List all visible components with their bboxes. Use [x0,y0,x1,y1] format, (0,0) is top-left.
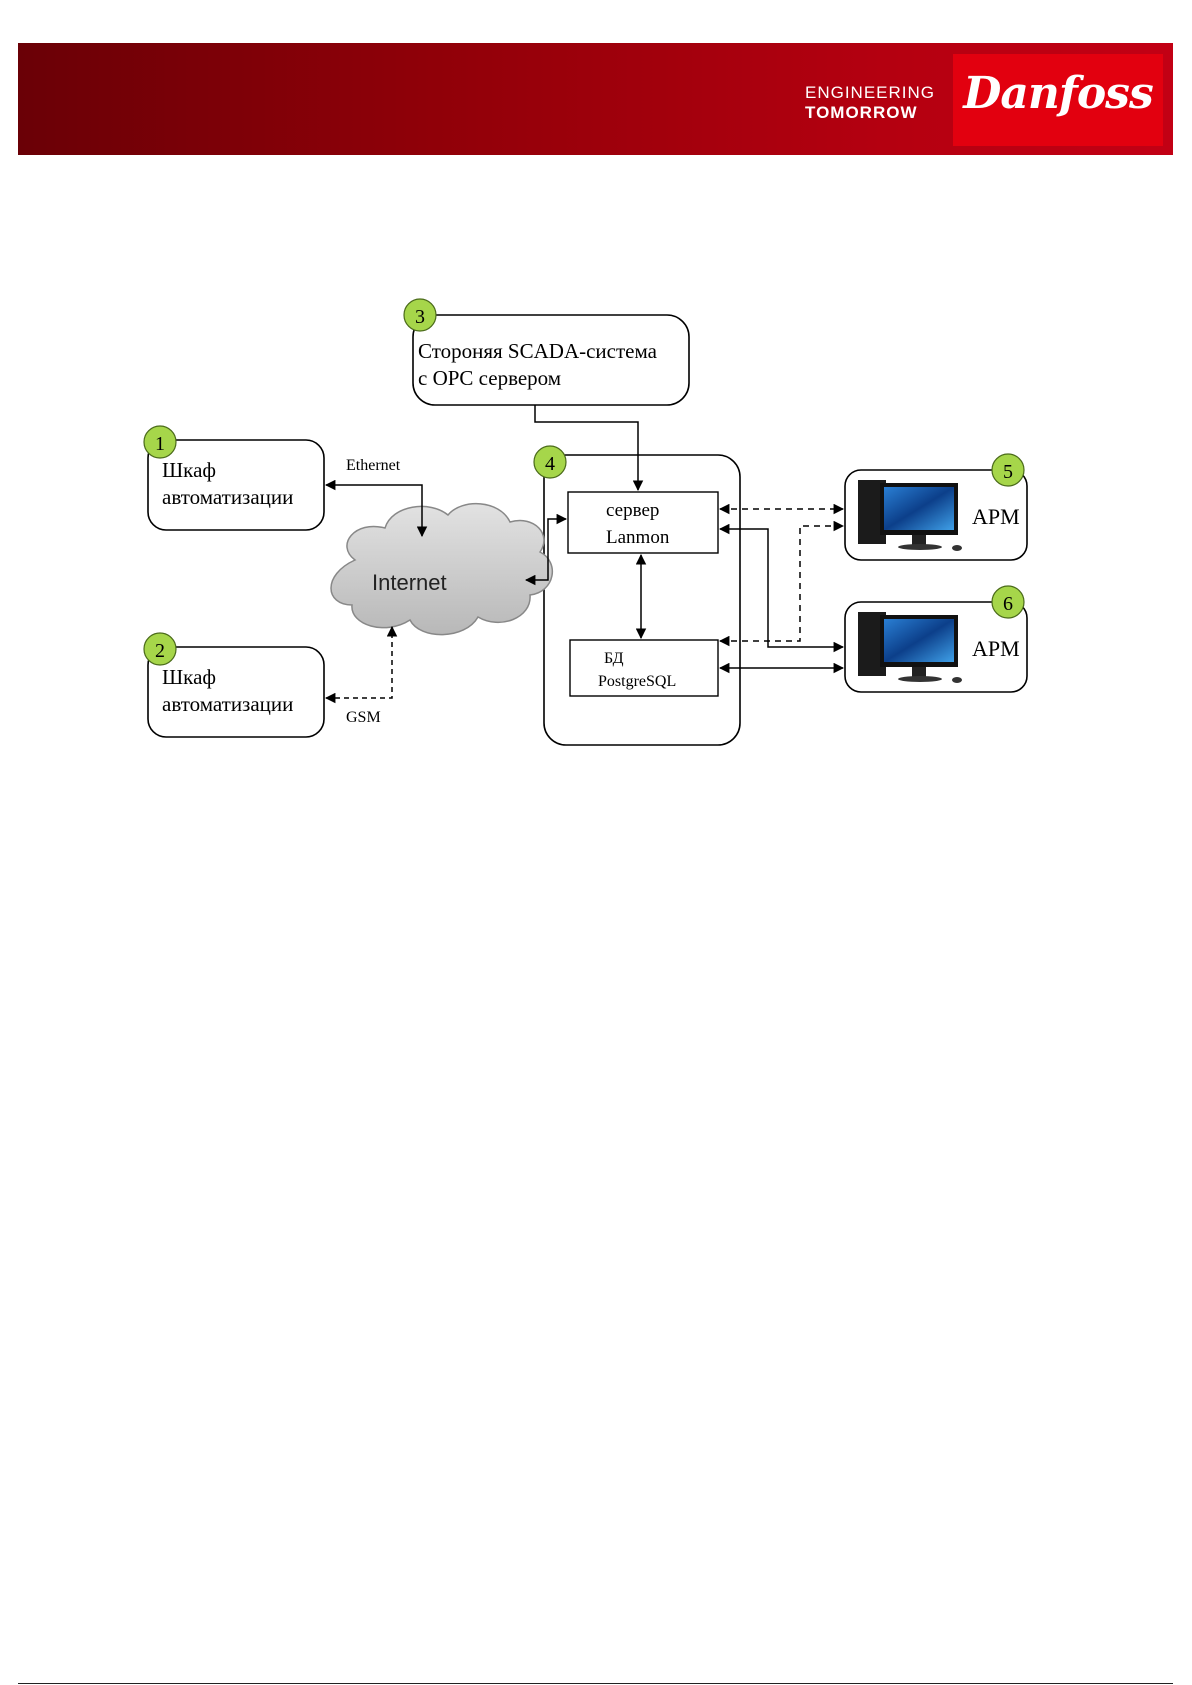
badge-6-number: 6 [1003,593,1013,615]
scada-line2: с OPC сервером [418,366,561,390]
cabinet-node-2: Шкаф автоматизации [148,647,324,737]
ethernet-label: Ethernet [346,457,401,474]
badge-4-number: 4 [545,453,555,475]
db-line1: БД [604,650,624,667]
arm2-label: АРМ [972,636,1020,661]
footer-divider [18,1683,1173,1684]
badge-4: 4 [534,446,566,478]
cabinet2-line2: автоматизации [162,692,293,716]
badge-2: 2 [144,633,176,665]
cabinet-node-1: Шкаф автоматизации [148,440,324,530]
scada-line1: Стороняя SCADA-система [418,339,658,363]
internet-label: Internet [372,570,447,595]
cabinet1-line2: автоматизации [162,485,293,509]
badge-5-number: 5 [1003,461,1013,483]
badge-1-number: 1 [155,433,165,455]
cabinet1-line1: Шкаф [162,458,216,482]
gsm-link [326,627,392,698]
db-line2: PostgreSQL [598,673,676,690]
arm1-label: АРМ [972,504,1020,529]
internet-cloud: Internet [331,504,552,635]
badge-2-number: 2 [155,640,165,662]
scada-node: Стороняя SCADA-система с OPC сервером [413,315,689,405]
badge-6: 6 [992,586,1024,618]
server-line1: сервер [606,500,659,521]
cabinet2-line1: Шкаф [162,665,216,689]
badge-5: 5 [992,454,1024,486]
badge-3: 3 [404,299,436,331]
badge-3-number: 3 [415,306,425,328]
badge-1: 1 [144,426,176,458]
gsm-label: GSM [346,709,381,726]
server-group-node: сервер Lanmon БД PostgreSQL [544,455,740,745]
server-line2: Lanmon [606,527,670,548]
